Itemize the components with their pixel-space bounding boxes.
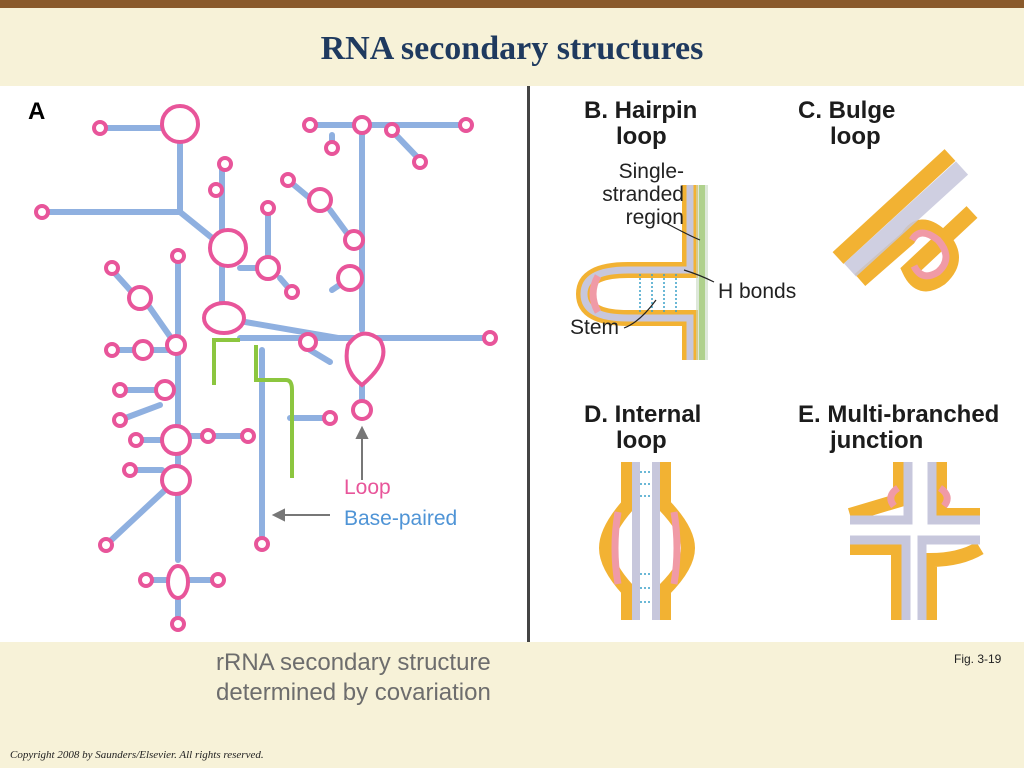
- slide-title: RNA secondary structures: [320, 30, 704, 67]
- panel-e-title-line2: junction: [830, 427, 924, 454]
- panel-d-title-line1: D. Internal: [584, 401, 702, 428]
- caption-line1: rRNA secondary structure: [216, 649, 491, 676]
- panel-a-label: A: [28, 98, 46, 125]
- single-stranded-line2: stranded: [602, 183, 684, 206]
- single-stranded-line3: region: [625, 206, 684, 229]
- internal-loop-diagram: [598, 462, 696, 620]
- panel-d-title: D. Internal loop: [584, 402, 701, 454]
- panel-b-title-line1: B. Hairpin: [584, 97, 698, 124]
- figure-caption: rRNA secondary structure determined by c…: [216, 648, 491, 708]
- panel-b-title-line2: loop: [616, 123, 667, 150]
- copyright-notice: Copyright 2008 by Saunders/Elsevier. All…: [10, 749, 264, 761]
- panel-c-title-line1: C. Bulge: [798, 97, 896, 124]
- stem-label: Stem: [570, 316, 620, 339]
- panel-e-title: E. Multi-branched junction: [798, 402, 999, 454]
- h-bonds-label: H bonds: [718, 280, 797, 303]
- panel-b-title: B. Hairpin loop: [584, 98, 697, 150]
- panel-e-title-line1: E. Multi-branched: [798, 401, 1000, 428]
- top-accent-bar: [0, 0, 1024, 8]
- panel-c-title-line2: loop: [830, 123, 881, 150]
- multi-branched-junction-diagram: [847, 462, 984, 620]
- single-stranded-label: Single- stranded region: [574, 160, 684, 229]
- caption-line2: determined by covariation: [216, 679, 491, 706]
- legend-loop: Loop: [344, 476, 391, 499]
- panel-divider: [527, 86, 530, 642]
- panel-c-title: C. Bulge loop: [798, 98, 895, 150]
- figure-reference: Fig. 3-19: [954, 652, 1002, 666]
- bulge-loop-diagram: [832, 149, 978, 292]
- hairpin-loop-diagram: [575, 185, 715, 360]
- legend-base-paired: Base-paired: [344, 507, 458, 530]
- single-stranded-line1: Single-: [618, 160, 684, 183]
- panel-d-title-line2: loop: [616, 427, 667, 454]
